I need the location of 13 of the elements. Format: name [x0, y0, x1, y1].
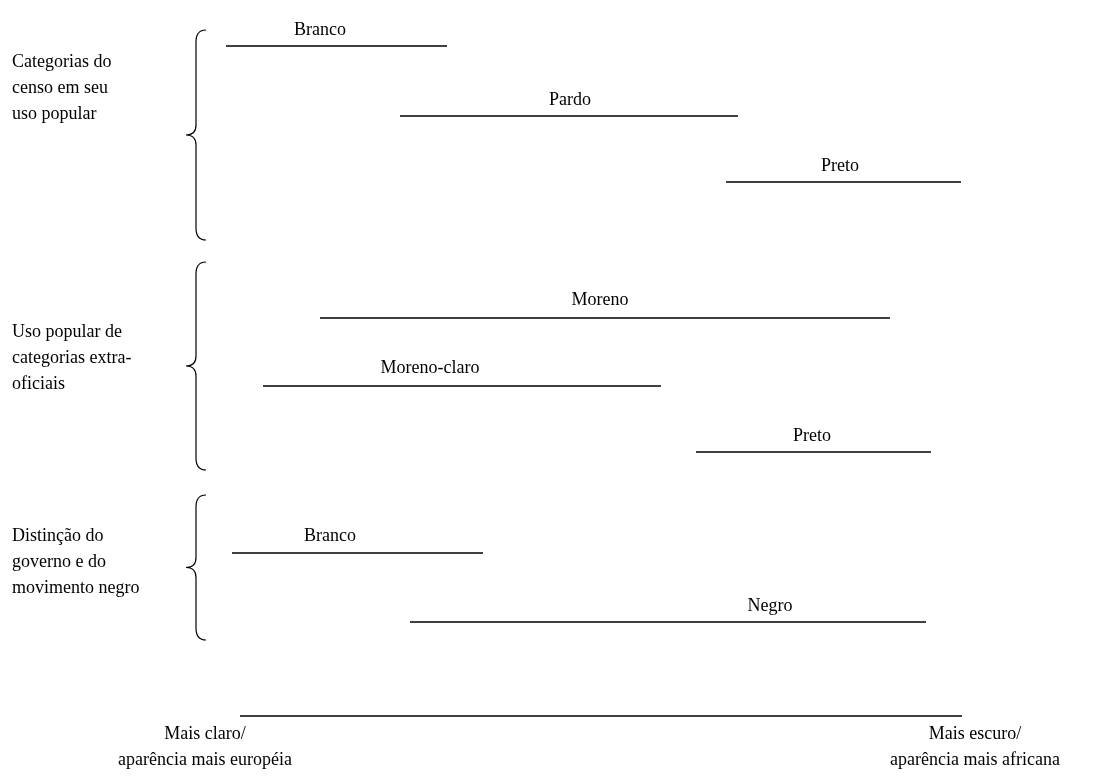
group-heading: Categorias do censo em seu uso popular: [12, 50, 113, 125]
range-label: Preto: [821, 154, 859, 177]
axis-end-label: Mais claro/ aparência mais européia: [118, 722, 292, 771]
range-label: Branco: [294, 18, 346, 41]
range-label: Pardo: [549, 88, 591, 111]
axis-end-label: Mais escuro/ aparência mais africana: [890, 722, 1060, 771]
group-heading: Distinção do governo e do movimento negro: [12, 524, 141, 599]
range-label: Branco: [304, 524, 356, 547]
range-label: Moreno: [571, 288, 629, 311]
range-label: Negro: [747, 594, 793, 617]
range-label: Moreno-claro: [380, 356, 480, 379]
range-label: Preto: [793, 424, 831, 447]
group-heading: Uso popular de categorias extra-oficiais: [12, 320, 133, 395]
